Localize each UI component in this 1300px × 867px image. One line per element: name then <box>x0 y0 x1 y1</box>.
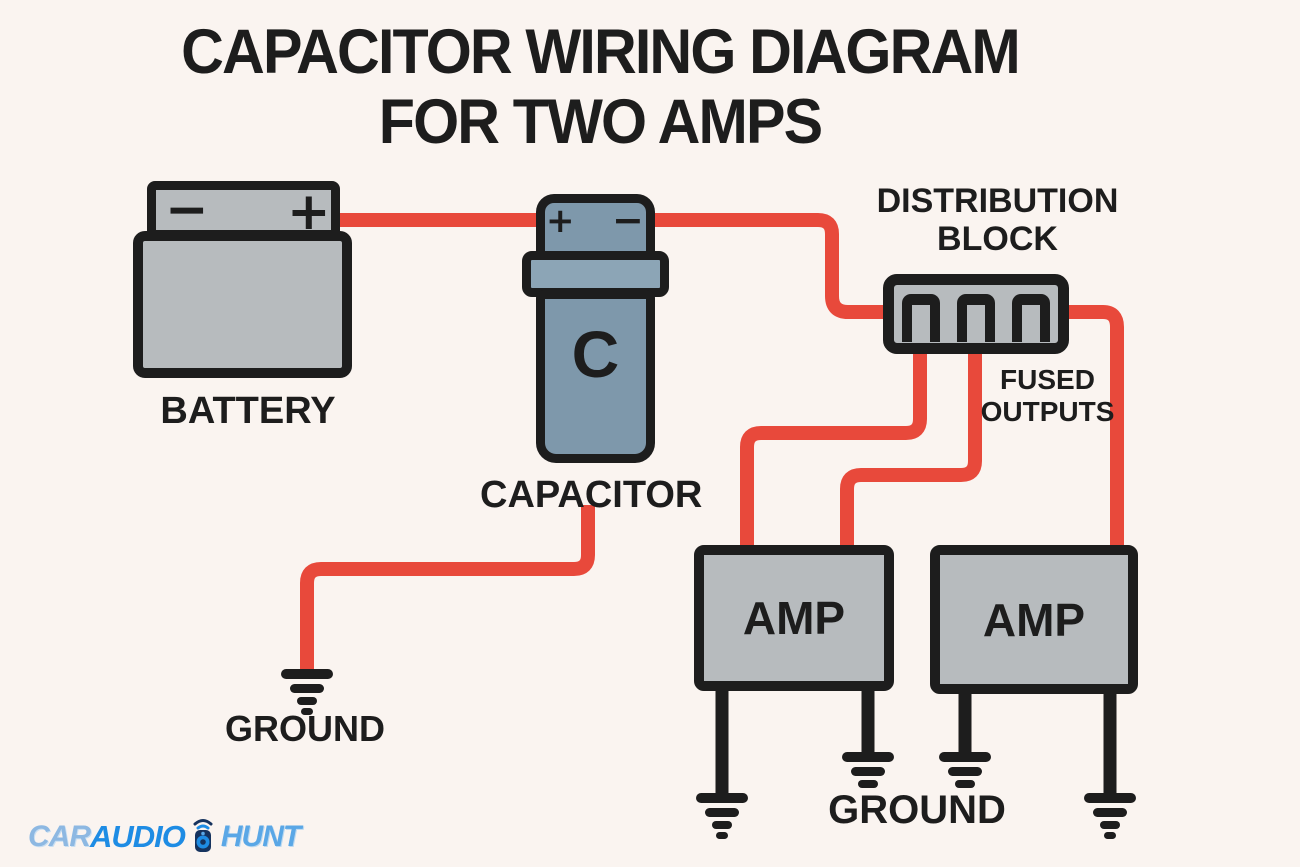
distribution-block <box>883 274 1069 354</box>
capacitor-ground-label: GROUND <box>225 708 385 749</box>
capacitor-body <box>536 290 655 463</box>
battery-body <box>133 231 352 378</box>
wire-block-to-left-amp-1 <box>740 348 927 552</box>
fuse-slot-3 <box>1012 294 1050 342</box>
diagram-title-line2: FOR TWO AMPS <box>378 87 823 157</box>
ground-symbol-left-amp-1 <box>696 793 748 839</box>
capacitor-plus-terminal: + <box>546 201 575 241</box>
distribution-block-label-line1: DISTRIBUTION <box>876 182 1119 220</box>
speaker-wifi-icon <box>193 819 213 852</box>
battery-label: BATTERY <box>160 390 336 432</box>
amp-left: AMP <box>694 545 894 691</box>
wire-capacitor-to-ground <box>300 505 595 672</box>
fuse-slot-1 <box>902 294 940 342</box>
fuse-slot-2 <box>957 294 995 342</box>
logo-text-audio: AUDIO <box>90 819 186 854</box>
ground-symbol-capacitor <box>281 669 333 715</box>
fused-outputs-label-line2: OUTPUTS <box>980 396 1115 427</box>
ground-symbols <box>281 669 1136 839</box>
positive-power-wires <box>300 213 1124 672</box>
amp-left-label: AMP <box>742 592 846 644</box>
fused-outputs-label-line1: FUSED <box>1000 364 1095 395</box>
logo-text-car: CAR <box>28 820 91 853</box>
battery-minus-terminal: − <box>165 180 209 240</box>
fused-outputs-label: FUSED OUTPUTS <box>960 364 1135 428</box>
capacitor-minus-terminal: − <box>612 198 644 242</box>
ground-symbol-left-amp-2 <box>842 752 894 788</box>
wire-block-to-right-amp <box>1062 305 1124 552</box>
battery-plus-terminal: + <box>287 182 331 242</box>
distribution-block-label: DISTRIBUTION BLOCK <box>860 182 1135 258</box>
capacitor-letter: C <box>571 317 620 391</box>
amp-ground-wires <box>715 686 1117 797</box>
diagram-title-line1: CAPACITOR WIRING DIAGRAM <box>181 17 1021 87</box>
wire-block-to-left-amp-2 <box>840 348 982 552</box>
amp-right: AMP <box>930 545 1138 694</box>
car-audio-hunt-logo: CAR AUDIO HUNT <box>28 818 301 856</box>
ground-symbol-right-amp-1 <box>939 752 991 788</box>
amp-ground-label: GROUND <box>828 788 1006 832</box>
capacitor-label: CAPACITOR <box>480 474 703 516</box>
amp-right-label: AMP <box>982 593 1086 646</box>
distribution-block-label-line2: BLOCK <box>937 220 1058 258</box>
wire-battery-to-block <box>336 213 890 319</box>
ground-symbol-right-amp-2 <box>1084 793 1136 839</box>
logo-text-hunt: HUNT <box>220 820 301 853</box>
